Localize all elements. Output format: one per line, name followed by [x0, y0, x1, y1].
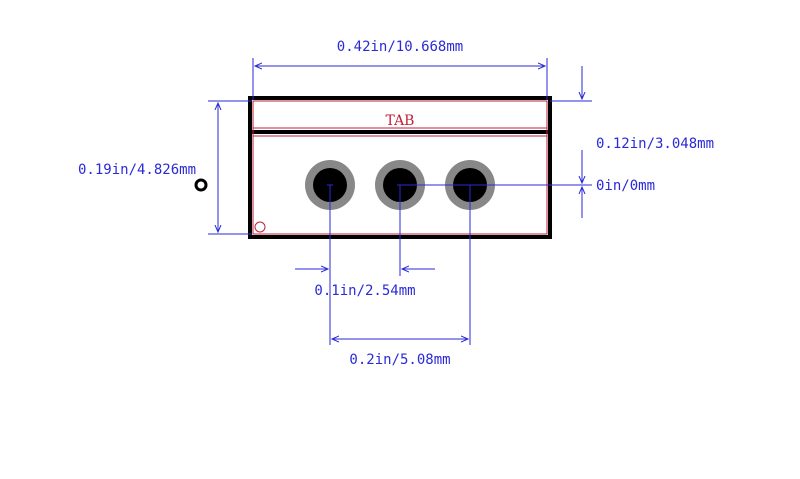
tab-label: TAB: [386, 113, 415, 129]
height-dimension-label: 0.19in/4.826mm: [78, 162, 196, 178]
pin1-marker: [254, 221, 266, 233]
dimension-lines: [208, 58, 592, 345]
pin1-indicator: [194, 178, 208, 192]
width-dimension-label: 0.42in/10.668mm: [337, 39, 463, 55]
pitch-dimension-label: 0.1in/2.54mm: [314, 283, 415, 299]
vertical-offset-dimension-label: 0in/0mm: [596, 178, 655, 194]
tab-offset-dimension-label: 0.12in/3.048mm: [596, 136, 714, 152]
span-dimension-label: 0.2in/5.08mm: [349, 352, 450, 368]
